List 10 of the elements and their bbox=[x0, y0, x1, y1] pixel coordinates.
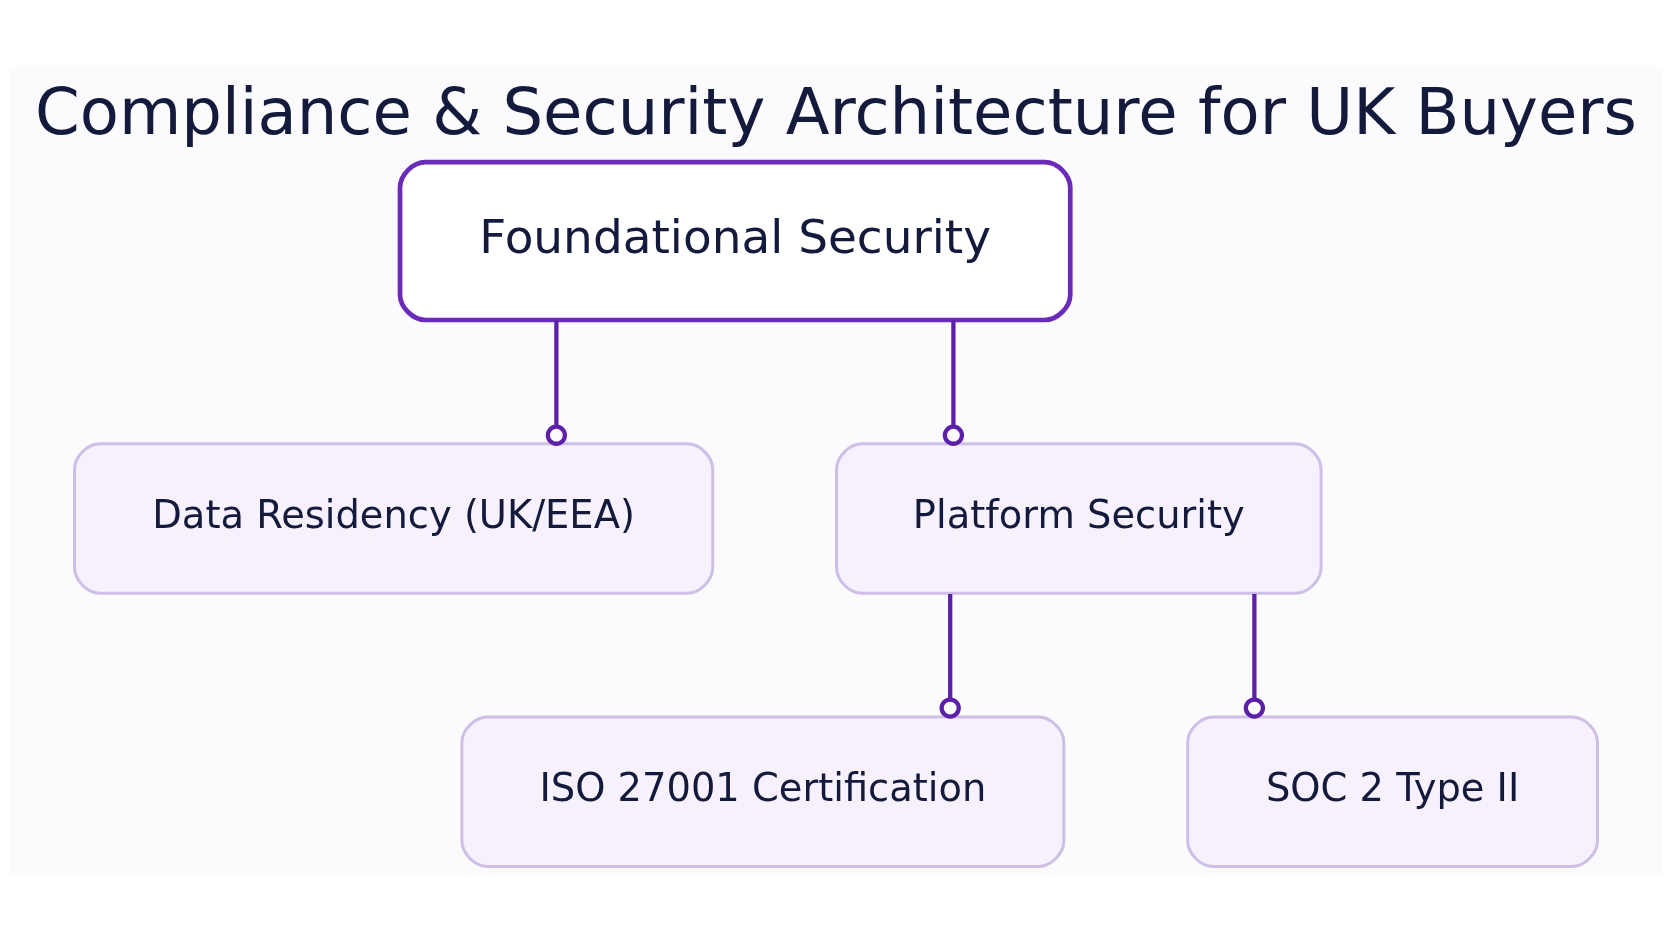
connector bbox=[1243, 593, 1266, 719]
diagram-title: Compliance & Security Architecture for UK Buyers bbox=[35, 75, 1637, 150]
connector bbox=[545, 320, 568, 446]
connector bbox=[939, 593, 961, 719]
node-box: Platform Security bbox=[835, 442, 1323, 595]
node-box: SOC 2 Type II bbox=[1186, 715, 1599, 868]
node-box: Foundational Security bbox=[397, 159, 1073, 323]
node-box: Data Residency (UK/EEA) bbox=[73, 442, 715, 595]
connector bbox=[942, 320, 965, 446]
node-box: ISO 27001 Certification bbox=[460, 715, 1066, 868]
